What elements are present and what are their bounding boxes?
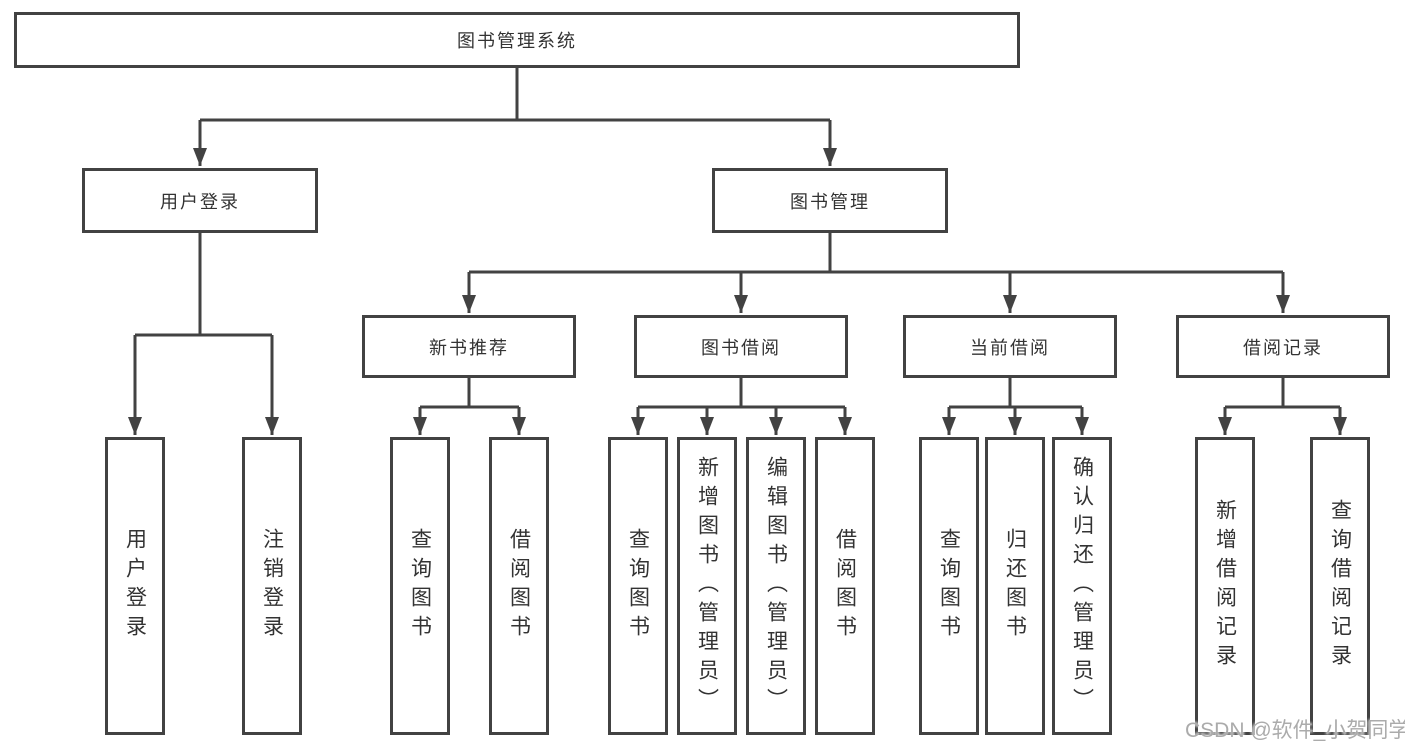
node-leaf-borrow-books-recommend: 借阅图书 [489, 437, 549, 735]
leaf-label: 借阅图书 [833, 528, 857, 644]
node-book-management: 图书管理 [712, 168, 948, 233]
node-leaf-query-books-borrow: 查询图书 [608, 437, 668, 735]
leaf-label: 新增图书（管理员） [695, 455, 719, 717]
leaf-label: 确认归还（管理员） [1070, 455, 1094, 717]
leaf-label: 借阅图书 [507, 528, 531, 644]
node-leaf-add-book-admin: 新增图书（管理员） [677, 437, 737, 735]
node-new-book-recommend: 新书推荐 [362, 315, 576, 378]
node-leaf-user-login: 用户登录 [105, 437, 165, 735]
leaf-label: 新增借阅记录 [1213, 499, 1237, 673]
connector-root-to-level2 [193, 68, 837, 166]
leaf-label: 编辑图书（管理员） [764, 455, 788, 717]
node-leaf-edit-book-admin: 编辑图书（管理员） [746, 437, 806, 735]
node-leaf-query-books-current: 查询图书 [919, 437, 979, 735]
leaf-label: 查询图书 [408, 528, 432, 644]
connector-current-borrow-to-leaves [942, 378, 1089, 435]
leaf-label: 查询图书 [937, 528, 961, 644]
leaf-label: 查询图书 [626, 528, 650, 644]
connector-book-management-to-level3 [462, 233, 1290, 313]
node-user-login: 用户登录 [82, 168, 318, 233]
node-leaf-borrow-books: 借阅图书 [815, 437, 875, 735]
node-leaf-add-borrow-record: 新增借阅记录 [1195, 437, 1255, 735]
connector-new-book-recommend-to-leaves [413, 378, 526, 435]
connector-book-borrow-to-leaves [631, 378, 852, 435]
leaf-label: 查询借阅记录 [1328, 499, 1352, 673]
node-borrow-records: 借阅记录 [1176, 315, 1390, 378]
node-current-borrow: 当前借阅 [903, 315, 1117, 378]
node-root: 图书管理系统 [14, 12, 1020, 68]
node-book-borrow: 图书借阅 [634, 315, 848, 378]
watermark: CSDN @软件_小贺同学 [1185, 719, 1405, 742]
node-leaf-confirm-return-admin: 确认归还（管理员） [1052, 437, 1112, 735]
node-leaf-logout: 注销登录 [242, 437, 302, 735]
leaf-label: 用户登录 [123, 528, 147, 644]
node-leaf-query-borrow-record: 查询借阅记录 [1310, 437, 1370, 735]
leaf-label: 注销登录 [260, 528, 284, 644]
connector-user-login-to-leaves [128, 233, 279, 435]
leaf-label: 归还图书 [1003, 528, 1027, 644]
node-leaf-query-books-recommend: 查询图书 [390, 437, 450, 735]
connector-borrow-records-to-leaves [1218, 378, 1347, 435]
node-leaf-return-books: 归还图书 [985, 437, 1045, 735]
